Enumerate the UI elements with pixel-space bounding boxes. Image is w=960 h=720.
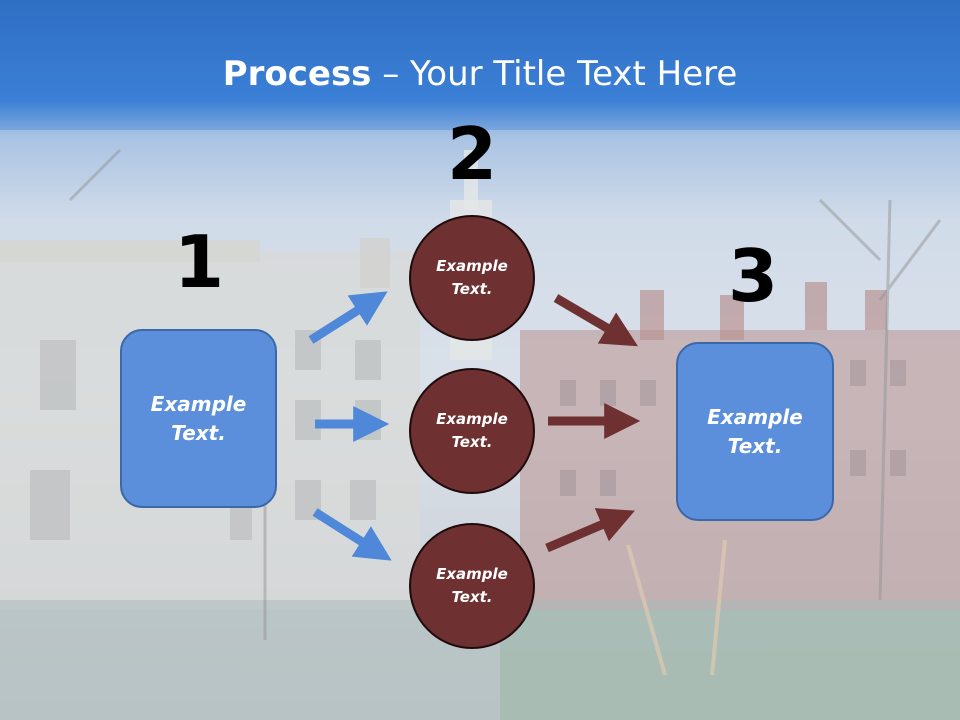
right-box-line-1: Example: [707, 404, 803, 429]
circle-top-line-1: Example: [436, 257, 508, 275]
circle-bottom-line-2: Text.: [451, 588, 493, 606]
left-text-box: Example Text.: [120, 329, 277, 508]
right-box-line-2: Text.: [727, 433, 783, 458]
circle-middle: Example Text.: [409, 368, 535, 494]
circle-top: Example Text.: [409, 215, 535, 341]
circle-middle-line-1: Example: [436, 410, 508, 428]
arrow-brown-up: [545, 508, 635, 553]
left-box-line-2: Text.: [171, 420, 226, 445]
arrow-blue-up: [308, 291, 388, 344]
circle-bottom-line-1: Example: [436, 565, 508, 583]
arrow-brown-down: [553, 294, 638, 347]
right-text-box: Example Text.: [676, 342, 834, 521]
slide-title: Process – Your Title Text Here: [0, 52, 960, 96]
title-rest: – Your Title Text Here: [371, 54, 738, 94]
circle-top-line-2: Text.: [451, 280, 493, 298]
step-number-1: 1: [173, 220, 225, 304]
title-bold: Process: [222, 54, 372, 94]
circle-bottom: Example Text.: [409, 523, 535, 649]
arrow-blue-down: [312, 508, 392, 561]
left-box-line-1: Example: [150, 391, 247, 416]
circle-middle-line-2: Text.: [451, 433, 493, 451]
step-number-3: 3: [727, 234, 779, 318]
step-number-2: 2: [446, 112, 498, 196]
